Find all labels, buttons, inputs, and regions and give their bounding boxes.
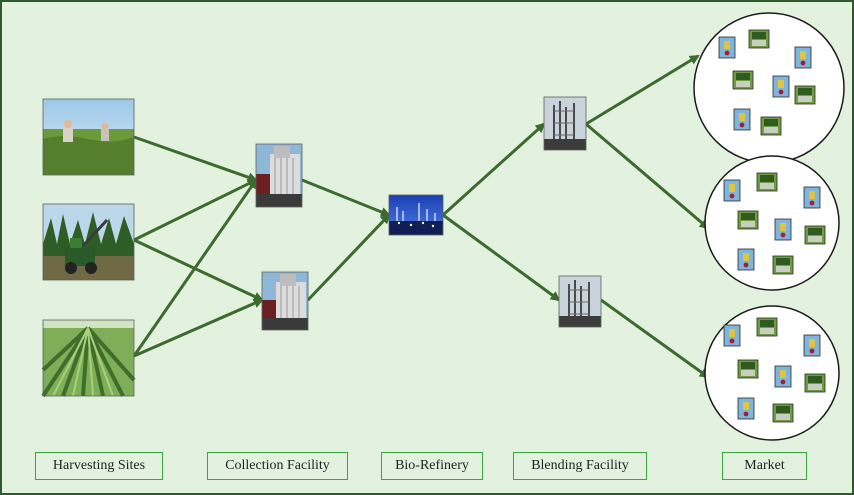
collection-facility-2-photo xyxy=(261,271,309,331)
arrow-biorefinery-to-blending-2 xyxy=(442,213,561,302)
arrow-harvest-forest-to-collection-2 xyxy=(133,238,264,302)
fuel-pump-icon xyxy=(774,365,792,388)
fuel-pump-icon xyxy=(737,248,755,271)
market-circle-1 xyxy=(693,12,845,164)
product-icon xyxy=(772,403,794,423)
product-icon xyxy=(737,210,759,230)
arrow-collection-1-to-biorefinery xyxy=(301,178,391,217)
product-icon xyxy=(804,225,826,245)
arrow-blending-1-to-market-2 xyxy=(585,122,710,230)
product-icon xyxy=(772,255,794,275)
arrow-harvest-forest-to-collection-1 xyxy=(133,178,258,242)
arrow-biorefinery-to-blending-1 xyxy=(441,122,546,217)
fuel-pump-icon xyxy=(772,75,790,98)
harvest-forest-photo xyxy=(42,203,135,281)
fuel-pump-icon xyxy=(774,218,792,241)
arrow-blending-2-to-market-3 xyxy=(600,298,710,379)
arrow-collection-2-to-biorefinery xyxy=(306,213,391,302)
product-icon xyxy=(737,359,759,379)
product-icon xyxy=(748,29,770,49)
fuel-pump-icon xyxy=(723,324,741,347)
harvest-crop-photo xyxy=(41,319,136,398)
biorefinery-photo xyxy=(388,194,444,236)
flow-arrows xyxy=(132,54,710,379)
stage-label-market: Market xyxy=(722,452,807,480)
product-icon xyxy=(760,116,782,136)
fuel-pump-icon xyxy=(733,108,751,131)
market-circle-2 xyxy=(704,155,840,291)
arrow-harvest-field-to-collection-1 xyxy=(133,135,258,183)
blending-facility-2-photo xyxy=(558,275,602,328)
fuel-pump-icon xyxy=(718,36,736,59)
stage-label-blending: Blending Facility xyxy=(513,452,647,480)
product-icon xyxy=(756,317,778,337)
product-icon xyxy=(794,85,816,105)
blending-facility-1-photo xyxy=(543,96,587,151)
fuel-pump-icon xyxy=(737,397,755,420)
collection-facility-1-photo xyxy=(255,143,303,208)
product-icon xyxy=(756,172,778,192)
fuel-pump-icon xyxy=(803,186,821,209)
harvest-field-photo xyxy=(42,98,135,176)
market-circle-3 xyxy=(704,305,840,441)
fuel-pump-icon xyxy=(723,179,741,202)
fuel-pump-icon xyxy=(803,334,821,357)
product-icon xyxy=(732,70,754,90)
stage-label-harvesting: Harvesting Sites xyxy=(35,452,163,480)
stage-label-refinery: Bio-Refinery xyxy=(381,452,483,480)
fuel-pump-icon xyxy=(794,46,812,69)
arrow-harvest-crop-to-collection-1 xyxy=(132,178,258,357)
arrow-harvest-crop-to-collection-2 xyxy=(133,298,264,358)
product-icon xyxy=(804,373,826,393)
stage-label-collection: Collection Facility xyxy=(207,452,348,480)
arrow-blending-1-to-market-1 xyxy=(585,54,700,126)
